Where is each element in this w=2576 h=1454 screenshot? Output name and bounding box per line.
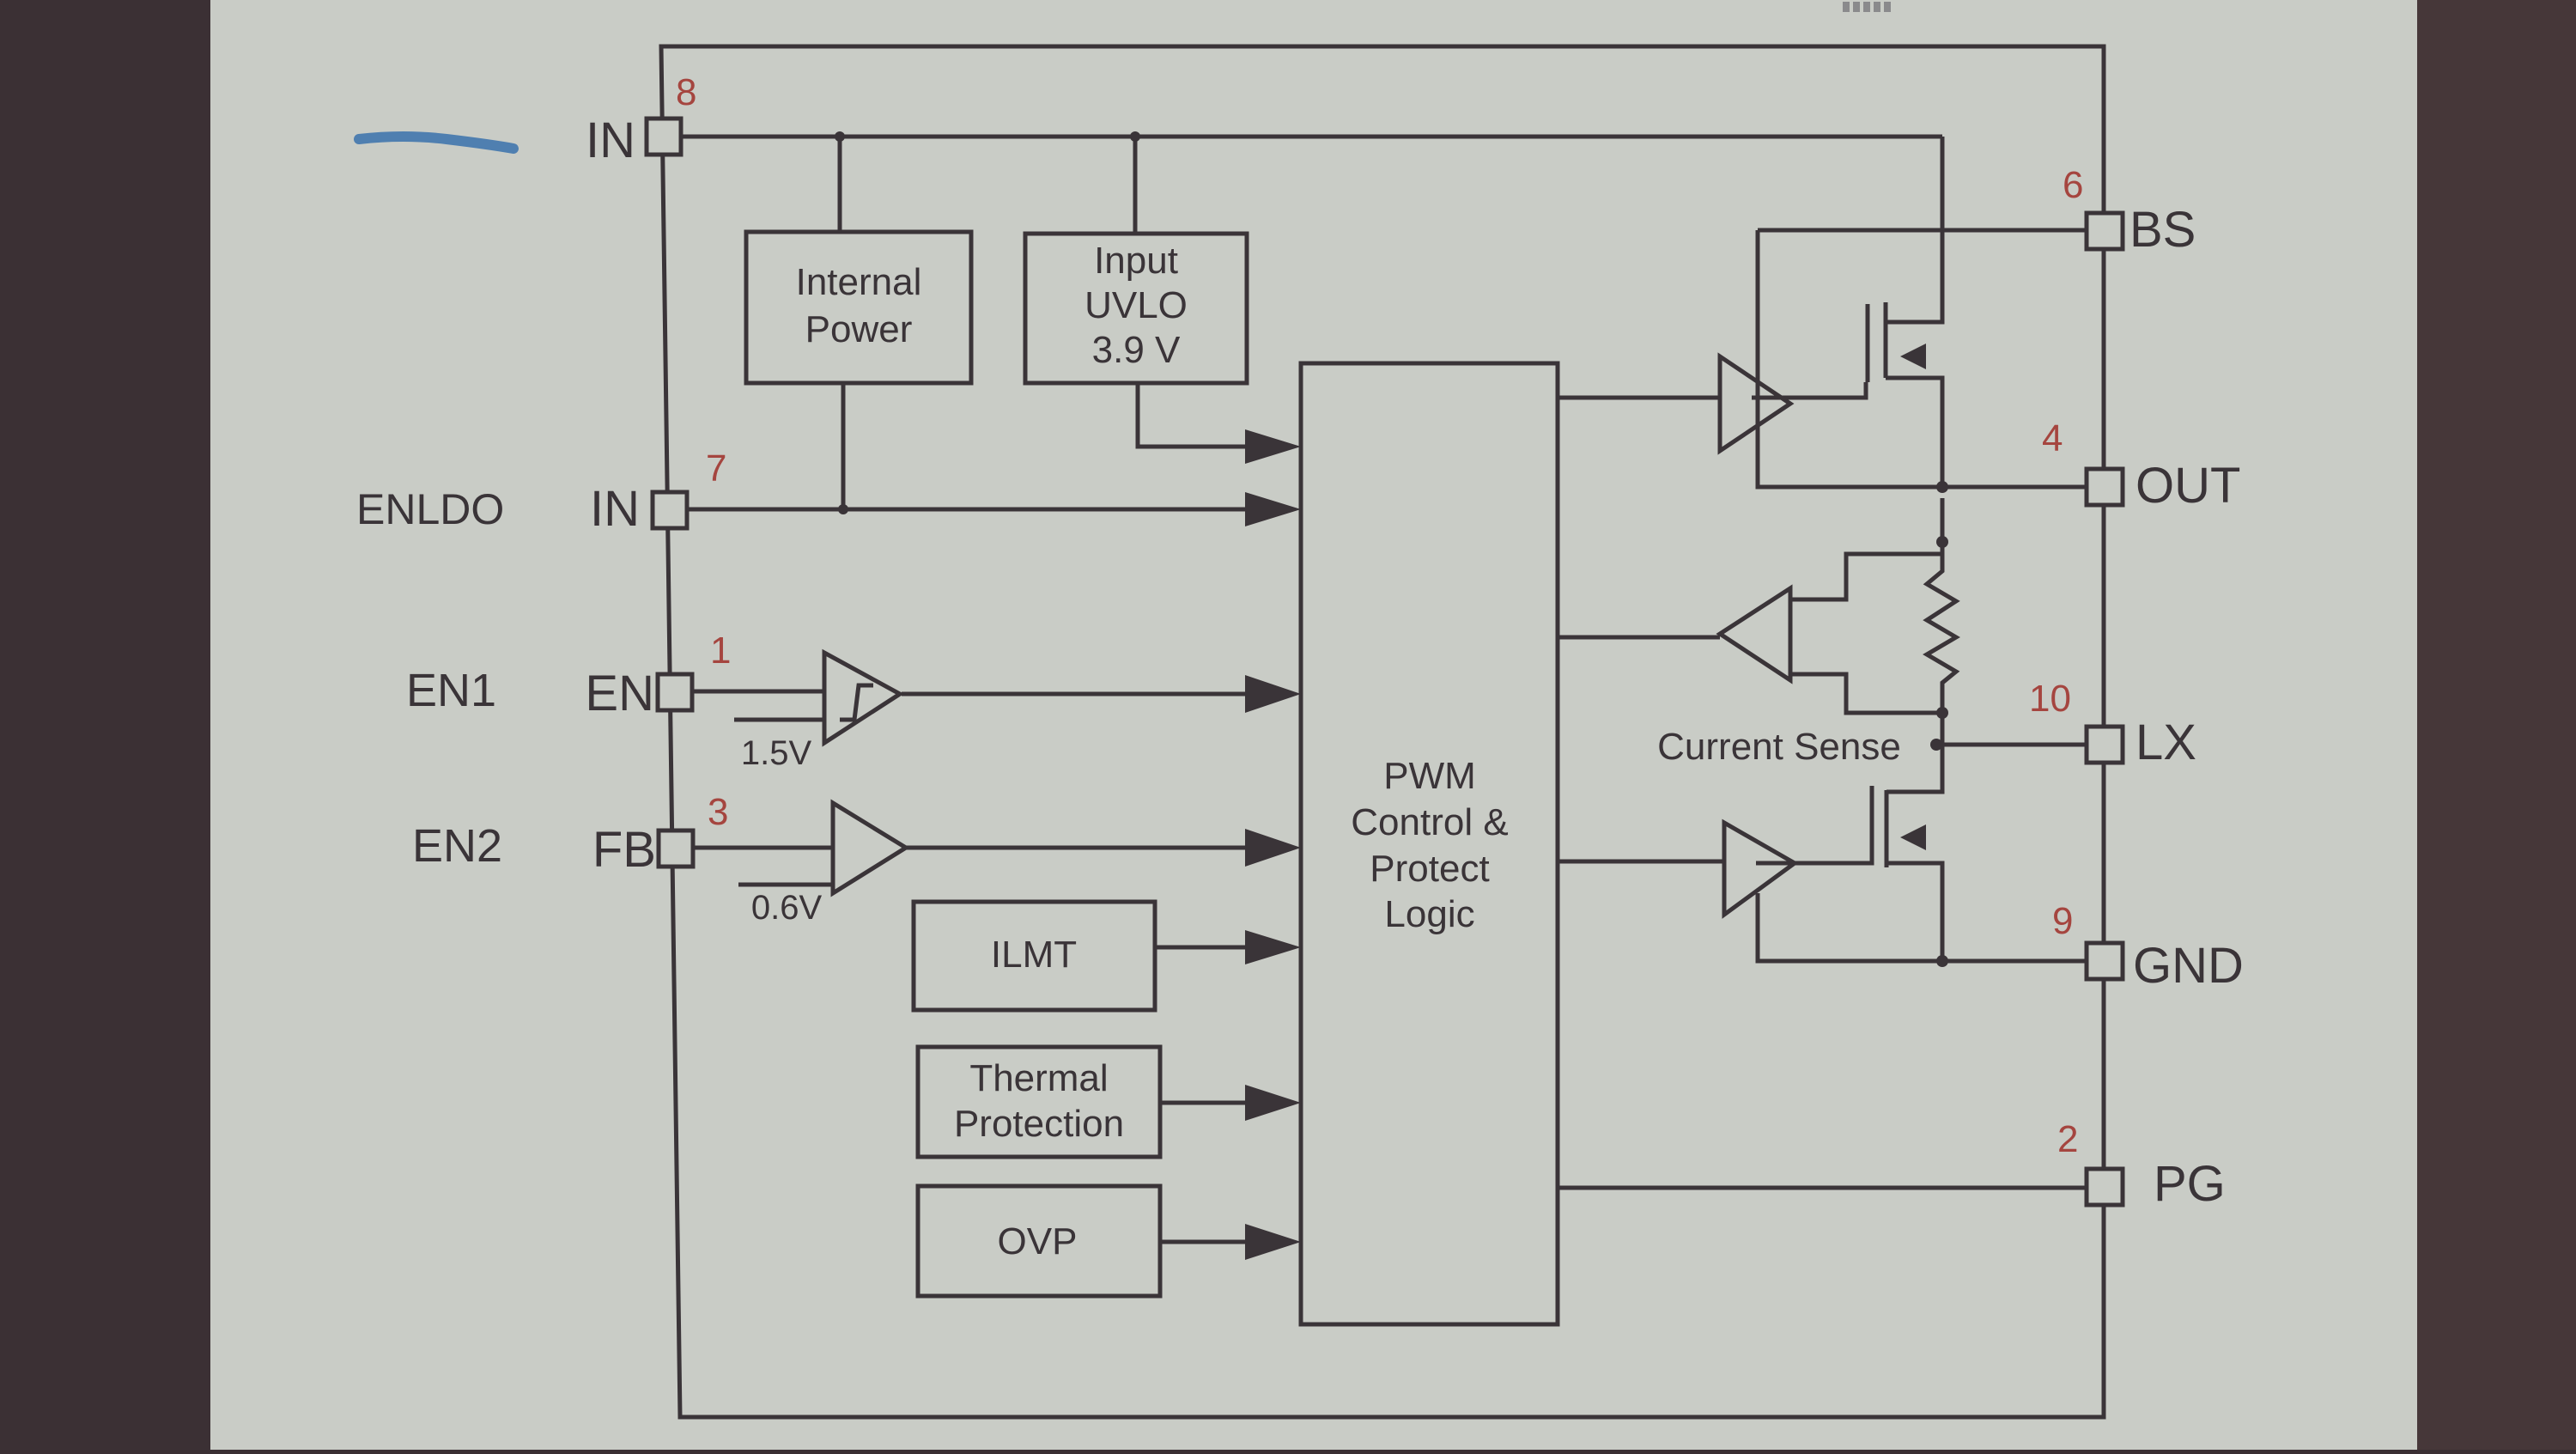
pwm-label-2: Control & (1351, 801, 1508, 843)
pin-en-name: EN (585, 666, 654, 721)
pin-number-7: 7 (706, 447, 726, 490)
bezel-left (0, 0, 215, 1450)
pin-number-6: 6 (2063, 164, 2083, 206)
schmitt-symbol-icon (840, 683, 873, 722)
external-label-enldo: ENLDO (356, 485, 504, 533)
pin-gnd-square (2084, 940, 2125, 982)
pwm-control-block (1298, 361, 1560, 1327)
ovp-block (915, 1183, 1163, 1299)
input-uvlo-block (1023, 231, 1249, 386)
pwm-label-3: Protect (1370, 848, 1489, 890)
ilmt-block (911, 899, 1157, 1013)
internal-power-label-1: Internal (796, 261, 922, 303)
pin-in7-square (650, 490, 690, 531)
current-sense-label: Current Sense (1657, 726, 1901, 768)
en-schmitt-comparator (822, 648, 904, 747)
pin-in8-name: IN (586, 113, 635, 168)
internal-power-block (744, 229, 974, 386)
arrowheads (835, 131, 1948, 1260)
fb-reference-label: 0.6V (751, 889, 823, 927)
pin-number-3: 3 (708, 791, 728, 833)
pin-lx-square (2084, 724, 2125, 765)
pin-fb-square (656, 828, 696, 869)
pin-pg-square (2084, 1166, 2125, 1208)
low-side-driver-buffer (1722, 818, 1799, 919)
pin-gnd-name: GND (2133, 938, 2244, 994)
ls-fet-arrow (1900, 824, 1926, 850)
pin-number-1: 1 (710, 630, 731, 672)
input-uvlo-label-2: UVLO (1084, 284, 1188, 326)
screen-indicator-dots (1843, 2, 1891, 12)
input-uvlo-label-1: Input (1094, 240, 1178, 282)
pin-number-8: 8 (676, 71, 696, 113)
wiring (659, 44, 2106, 1420)
pwm-label-1: PWM (1383, 755, 1476, 797)
pin-in8-square (644, 116, 683, 157)
pin-out-name: OUT (2136, 458, 2240, 514)
chip-outline (659, 44, 2106, 1420)
pin-number-2: 2 (2057, 1118, 2078, 1160)
internal-power-label-2: Power (805, 308, 913, 350)
pin-in7-name: IN (590, 481, 640, 537)
screen-area (210, 0, 2417, 1450)
current-sense-amp (1716, 584, 1793, 684)
pin-pg-name: PG (2154, 1156, 2226, 1212)
thermal-label-1: Thermal (969, 1057, 1108, 1099)
pin-out-square (2084, 466, 2125, 508)
pin-number-10: 10 (2029, 678, 2071, 720)
pin-en-square (655, 672, 695, 713)
pin-bs-square (2084, 210, 2125, 252)
blue-marker-stroke (354, 131, 519, 154)
high-side-driver-buffer (1717, 352, 1795, 455)
thermal-label-2: Protection (954, 1103, 1124, 1145)
bezel-right (2413, 0, 2576, 1450)
fb-comparator (830, 799, 910, 897)
input-uvlo-label-3: 3.9 V (1092, 329, 1181, 371)
pin-fb-name: FB (592, 822, 656, 878)
external-label-en2: EN2 (412, 820, 502, 872)
pin-bs-name: BS (2129, 202, 2196, 258)
ovp-label: OVP (998, 1220, 1078, 1262)
pin-number-4: 4 (2042, 417, 2063, 459)
external-label-en1: EN1 (406, 665, 496, 716)
pwm-label-4: Logic (1384, 893, 1474, 935)
driver-symbols (822, 352, 1799, 919)
thermal-protection-block (915, 1044, 1163, 1159)
en-threshold-label: 1.5V (741, 734, 812, 772)
hs-fet-arrow (1900, 344, 1926, 369)
pin-squares (644, 116, 2125, 1208)
pin-number-9: 9 (2052, 900, 2073, 942)
pin-lx-name: LX (2136, 715, 2196, 770)
ilmt-label: ILMT (991, 934, 1077, 976)
